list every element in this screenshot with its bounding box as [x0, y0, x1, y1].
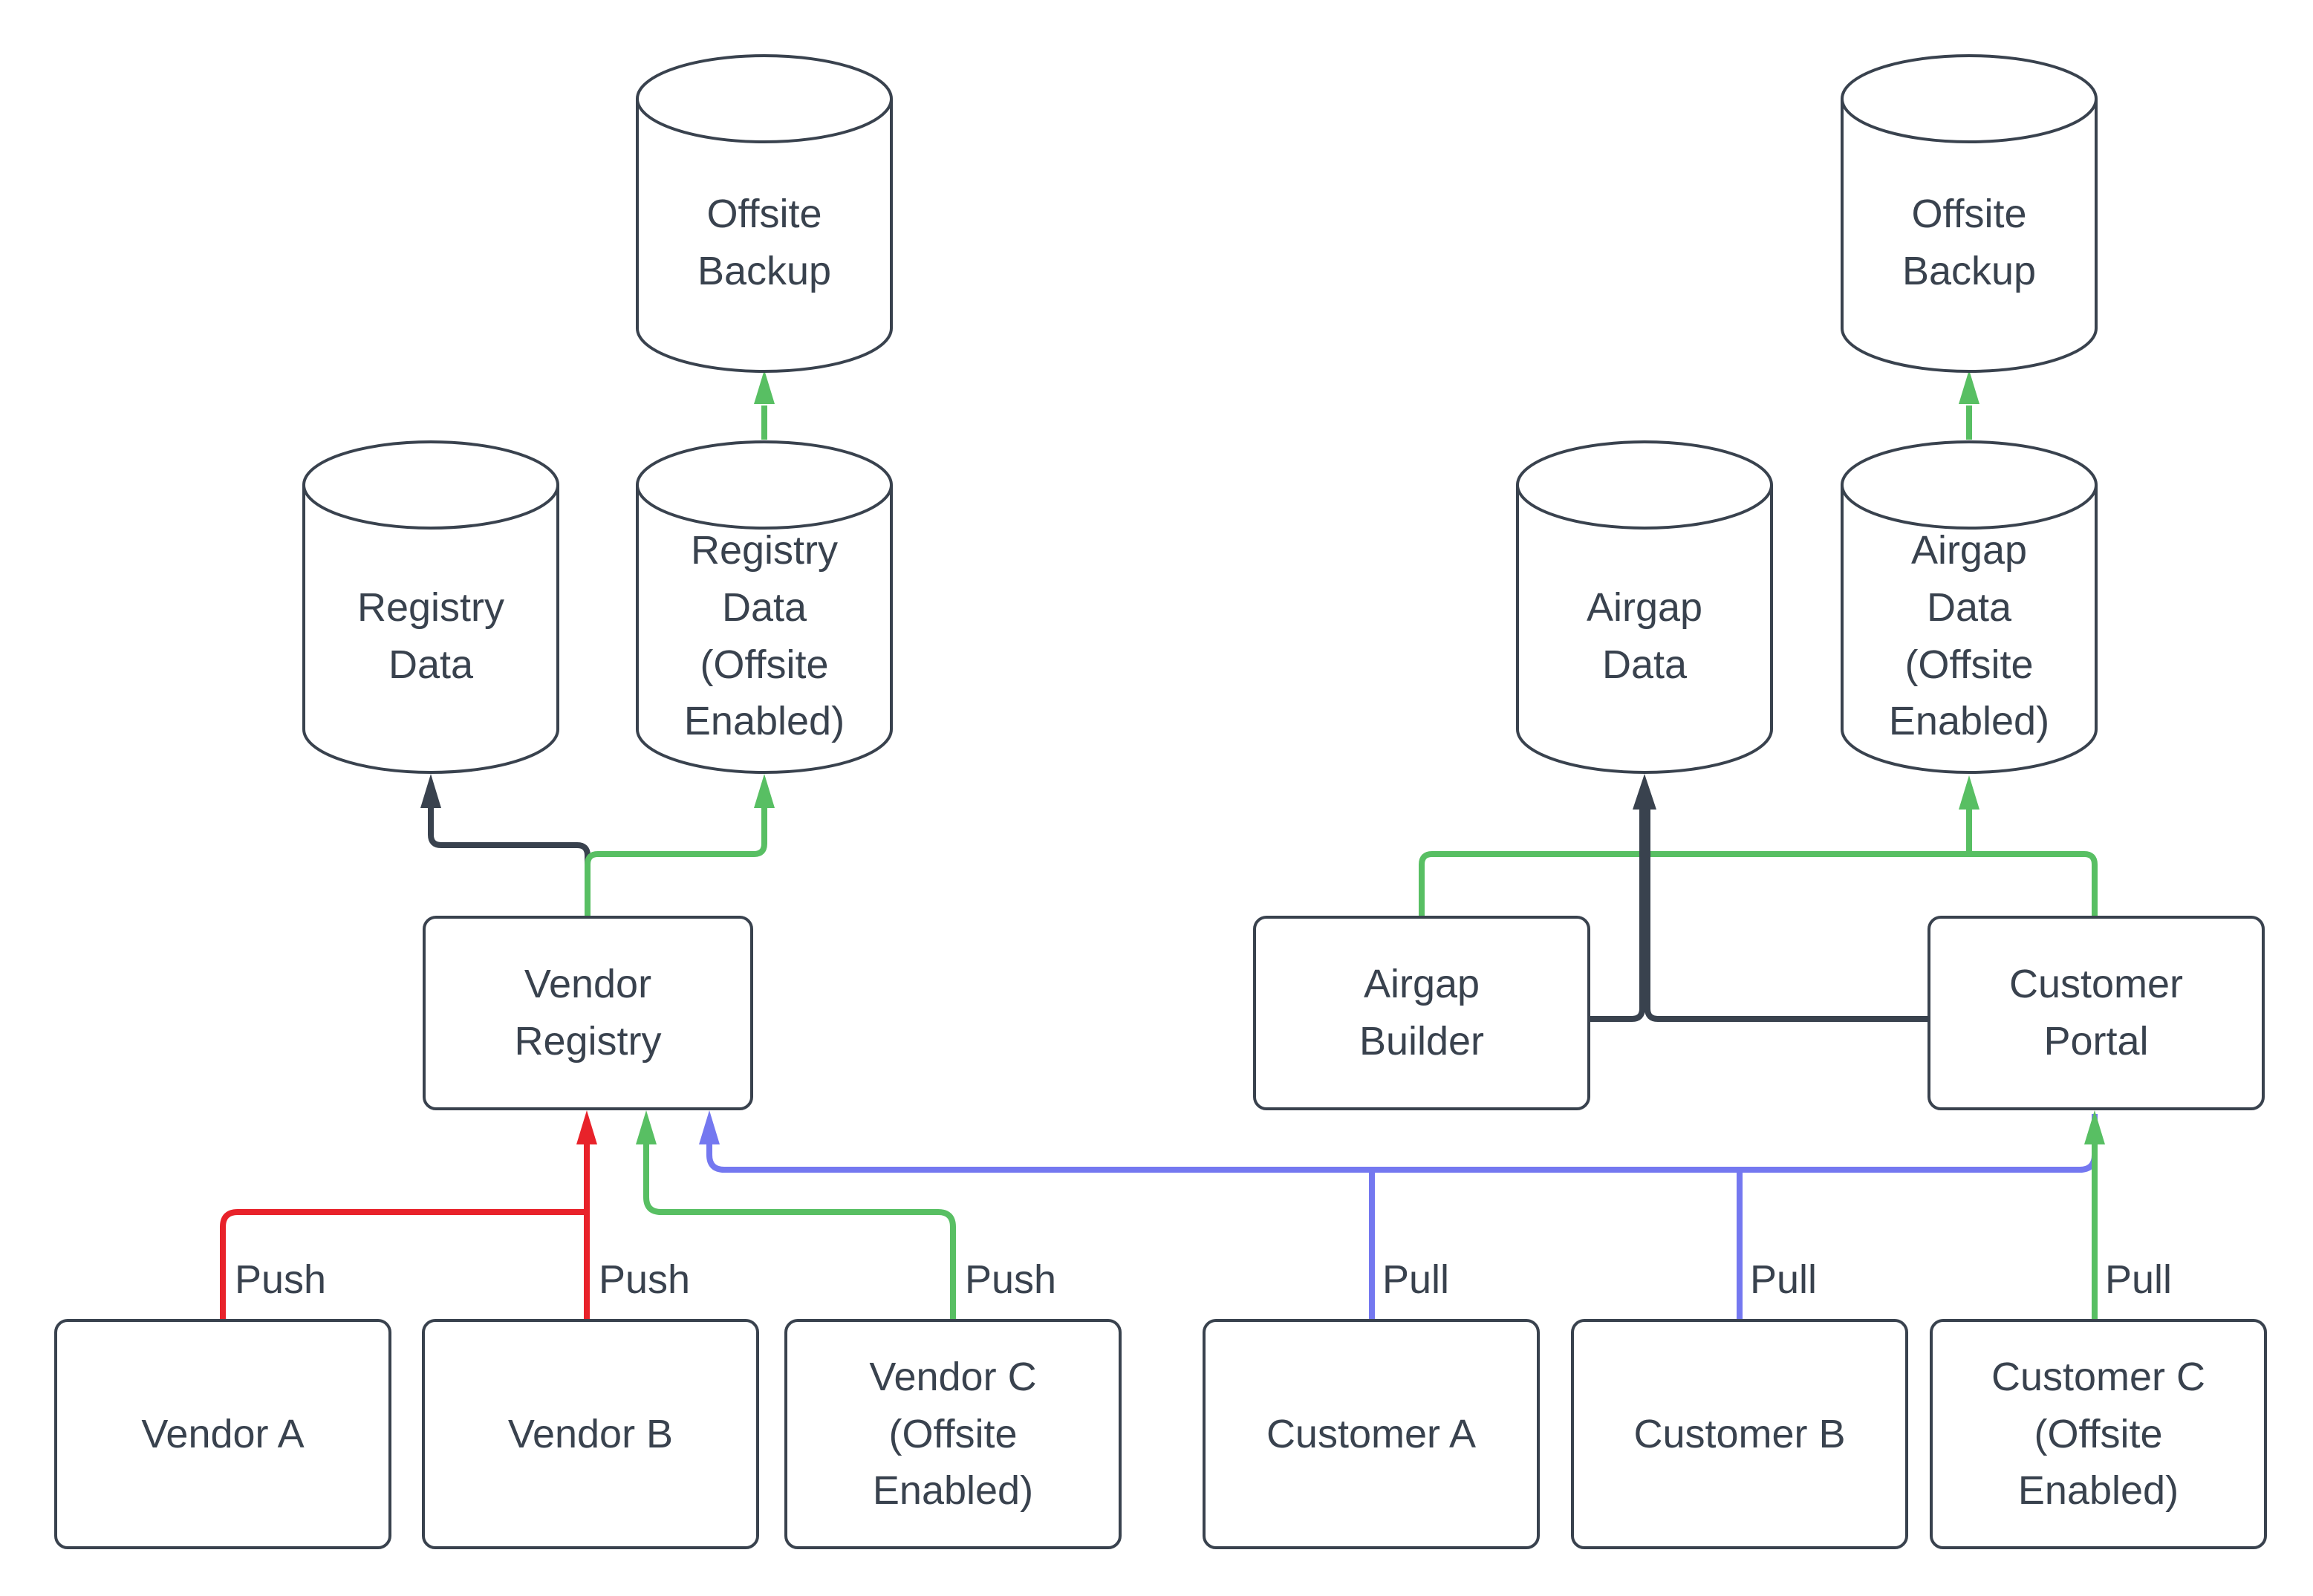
arrowhead-icon [2084, 1110, 2105, 1144]
node-customer-b-shape [1571, 1319, 1908, 1549]
edge-vendor-registry-to-registry-data-offsite [585, 774, 775, 920]
arrowhead-icon [636, 1110, 657, 1144]
node-airgap-data-shape [1516, 440, 1773, 774]
nodes [54, 54, 2267, 1549]
node-registry-data-offsite-label: Registry Data (Offsite Enabled) [683, 528, 845, 744]
node-airgap-builder-shape [1253, 916, 1590, 1110]
node-customer-portal-shape [1928, 916, 2265, 1110]
edge-line [1645, 808, 1928, 1022]
node-vendor-b-shape [422, 1319, 759, 1549]
node-registry-data-label: Registry Data [357, 584, 505, 687]
edge-label-push-vendor-b: Push [599, 1257, 691, 1302]
edge-line [585, 807, 767, 920]
edge-vendor-registry-to-registry-data [420, 774, 591, 920]
node-vendor-b-label: Vendor B [507, 1411, 674, 1456]
node-offsite-backup-left-label: Offsite Backup [697, 191, 832, 293]
edge-airgap-builder-to-airgap-data-offsite [1419, 775, 2098, 919]
edge-line [643, 1144, 956, 1323]
edge-label-pull-customer-c: Pull [2105, 1257, 2173, 1302]
arrowhead-icon [1633, 774, 1656, 810]
node-customer-a-label: Customer A [1266, 1411, 1477, 1456]
edge-registry-data-offsite-to-offsite-backup [754, 370, 775, 440]
edge-line [220, 1209, 587, 1323]
arrowhead-icon [576, 1110, 597, 1144]
node-registry-data-shape [302, 440, 559, 774]
cylinder-top [636, 440, 893, 530]
node-vendor-registry-shape [423, 916, 753, 1110]
node-airgap-data-offsite-shape [1841, 440, 2098, 774]
node-vendor-registry-label: Vendor Registry [514, 962, 662, 1064]
edge-vendor-b-push [576, 1110, 597, 1323]
node-airgap-data-label: Airgap Data [1586, 584, 1703, 687]
node-customer-c-shape [1930, 1319, 2267, 1549]
node-airgap-data-offsite-label: Airgap Data (Offsite Enabled) [1888, 528, 2050, 744]
cylinder-top [302, 440, 559, 530]
node-vendor-a-label: Vendor A [141, 1411, 305, 1456]
cylinder-top [636, 54, 893, 143]
node-customer-a-shape [1203, 1319, 1540, 1549]
arrowhead-icon [1959, 775, 1979, 810]
edge-label-push-vendor-c: Push [965, 1257, 1057, 1302]
edge-line [428, 807, 591, 920]
edge-label-push-vendor-a: Push [235, 1257, 327, 1302]
node-vendor-c-shape [784, 1319, 1122, 1549]
node-vendor-c-label: Vendor C (Offsite Enabled) [869, 1354, 1037, 1514]
cylinder-top [1516, 440, 1773, 530]
arrowhead-icon [420, 774, 441, 808]
node-offsite-backup-left-shape [636, 54, 893, 373]
node-offsite-backup-right-label: Offsite Backup [1902, 191, 2037, 293]
arrowhead-icon [754, 774, 775, 808]
edge-airgap-data-offsite-to-offsite-backup [1959, 370, 1979, 440]
edge-line [1419, 851, 2098, 919]
edge-airgap-builder-to-airgap-data [1590, 774, 1928, 1022]
edges [220, 370, 2105, 1323]
node-vendor-a-shape [54, 1319, 391, 1549]
arrowhead-icon [699, 1110, 720, 1144]
node-offsite-backup-right-shape [1841, 54, 2098, 373]
node-customer-c-label: Customer C (Offsite Enabled) [1991, 1354, 2206, 1514]
edge-customer-c-pull [2084, 1110, 2105, 1323]
node-customer-portal-label: Customer Portal [2008, 962, 2184, 1064]
node-airgap-builder-label: Airgap Builder [1359, 962, 1485, 1064]
cylinder-top [1841, 54, 2098, 143]
edge-line [706, 1114, 2098, 1173]
edge-line [1590, 808, 1645, 1022]
edge-label-pull-customer-a: Pull [1382, 1257, 1450, 1302]
edge-vendor-c-push [636, 1110, 956, 1323]
cylinder-top [1841, 440, 2098, 530]
arrowhead-icon [1959, 370, 1979, 404]
node-customer-b-label: Customer B [1633, 1411, 1846, 1456]
arrowhead-icon [754, 370, 775, 404]
edge-label-pull-customer-b: Pull [1750, 1257, 1818, 1302]
node-registry-data-offsite-shape [636, 440, 893, 774]
edge-vendor-a-push [220, 1209, 587, 1323]
